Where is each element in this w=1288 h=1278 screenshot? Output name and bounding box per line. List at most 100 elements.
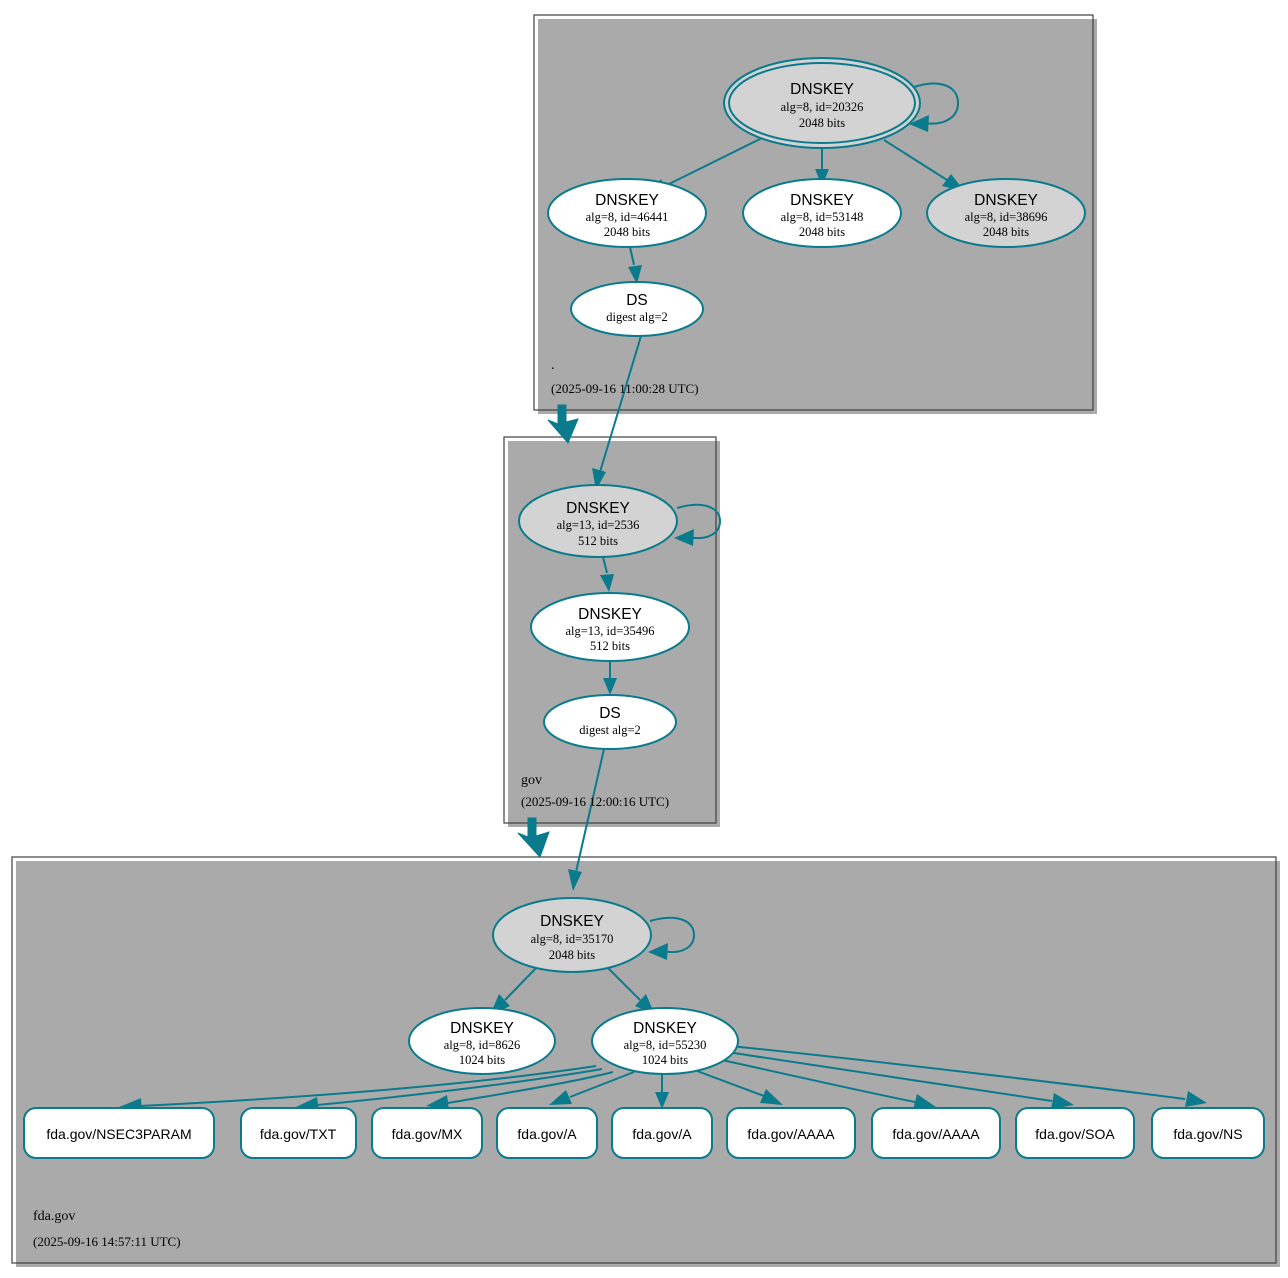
- rrset-box: [1151, 1107, 1265, 1159]
- node-fdagov-dnskey-35170[interactable]: DNSKEY alg=8, id=35170 2048 bits: [492, 897, 652, 973]
- node-alg-id: alg=13, id=2536: [557, 518, 640, 532]
- rrset-label: fda.gov/TXT: [260, 1126, 337, 1142]
- zone-name-gov: gov: [521, 773, 542, 788]
- node-alg-id: alg=8, id=46441: [586, 210, 669, 224]
- node-type-label: DNSKEY: [974, 192, 1038, 209]
- node-type-label: DS: [599, 705, 621, 722]
- rrset-label: fda.gov/AAAA: [747, 1126, 835, 1142]
- rrset-ns[interactable]: fda.gov/NS: [1151, 1107, 1265, 1159]
- zone-timestamp-fdagov: (2025-09-16 14:57:11 UTC): [33, 1234, 181, 1249]
- node-type-label: DNSKEY: [450, 1020, 514, 1037]
- rrset-label: fda.gov/AAAA: [892, 1126, 980, 1142]
- node-alg-id: alg=8, id=35170: [531, 932, 614, 946]
- node-key-size: 512 bits: [578, 534, 618, 548]
- node-key-size: 2048 bits: [799, 225, 845, 239]
- node-ellipse: [742, 178, 902, 248]
- node-type-label: DNSKEY: [566, 500, 630, 517]
- node-fdagov-dnskey-55230[interactable]: DNSKEY alg=8, id=55230 1024 bits: [591, 1007, 739, 1075]
- node-ellipse: [543, 694, 677, 750]
- node-type-label: DNSKEY: [595, 192, 659, 209]
- rrset-box: [240, 1107, 357, 1159]
- rrset-mx[interactable]: fda.gov/MX: [371, 1107, 483, 1159]
- node-digest-alg: digest alg=2: [579, 723, 641, 737]
- edge-root-ksk-self-signature: [909, 82, 960, 132]
- node-root-dnskey-38696[interactable]: DNSKEY alg=8, id=38696 2048 bits: [926, 178, 1086, 248]
- node-root-dnskey-46441[interactable]: DNSKEY alg=8, id=46441 2048 bits: [547, 178, 707, 248]
- edge-zsk-55230-to-a-2: [655, 1074, 669, 1109]
- node-type-label: DNSKEY: [790, 81, 854, 98]
- node-ellipse: [518, 484, 678, 558]
- node-ellipse: [728, 62, 916, 144]
- node-root-dnskey-20326[interactable]: DNSKEY alg=8, id=20326 2048 bits: [723, 57, 921, 149]
- node-root-ds[interactable]: DS digest alg=2: [570, 281, 704, 337]
- edge-zsk-55230-to-a-1: [549, 1071, 635, 1105]
- node-type-label: DS: [626, 292, 648, 309]
- rrset-soa[interactable]: fda.gov/SOA: [1015, 1107, 1135, 1159]
- rrset-box: [371, 1107, 483, 1159]
- rrset-aaaa-1[interactable]: fda.gov/AAAA: [726, 1107, 856, 1159]
- node-gov-dnskey-35496[interactable]: DNSKEY alg=13, id=35496 512 bits: [530, 592, 690, 662]
- node-root-dnskey-53148[interactable]: DNSKEY alg=8, id=53148 2048 bits: [742, 178, 902, 248]
- rrset-label: fda.gov/A: [632, 1126, 692, 1142]
- node-fdagov-dnskey-8626[interactable]: DNSKEY alg=8, id=8626 1024 bits: [408, 1007, 556, 1075]
- rrset-a-2[interactable]: fda.gov/A: [611, 1107, 713, 1159]
- node-key-size: 1024 bits: [459, 1053, 505, 1067]
- rrset-txt[interactable]: fda.gov/TXT: [240, 1107, 357, 1159]
- edge-zsk-55230-to-ns: [729, 1045, 1207, 1107]
- node-key-size: 2048 bits: [799, 116, 845, 130]
- rrset-box: [1015, 1107, 1135, 1159]
- node-gov-ds[interactable]: DS digest alg=2: [543, 694, 677, 750]
- rrset-label: fda.gov/A: [517, 1126, 577, 1142]
- node-key-size: 2048 bits: [604, 225, 650, 239]
- rrset-box: [496, 1107, 598, 1159]
- node-alg-id: alg=8, id=55230: [624, 1038, 707, 1052]
- node-ellipse: [492, 897, 652, 973]
- node-ellipse: [570, 281, 704, 337]
- rrset-box: [726, 1107, 856, 1159]
- node-key-size: 2048 bits: [983, 225, 1029, 239]
- node-ellipse: [926, 178, 1086, 248]
- zone-name-root: .: [551, 358, 555, 373]
- edge-gov-zsk-35496-to-ds: [603, 661, 617, 695]
- node-ellipse: [530, 592, 690, 662]
- zone-delegation-arrow-gov-to-fdagov: [517, 817, 550, 858]
- node-alg-id: alg=8, id=38696: [965, 210, 1048, 224]
- node-ellipse: [591, 1007, 739, 1075]
- zone-box-root-border: [533, 14, 1094, 411]
- node-type-label: DNSKEY: [633, 1020, 697, 1037]
- node-ellipse: [408, 1007, 556, 1075]
- edge-gov-ds-to-fdagov-ksk: [568, 748, 605, 891]
- rrset-label: fda.gov/NS: [1173, 1126, 1242, 1142]
- node-alg-id: alg=8, id=20326: [781, 100, 864, 114]
- edge-fdagov-ksk-self-signature: [648, 916, 696, 960]
- edge-gov-ksk-to-zsk-35496: [600, 556, 614, 592]
- node-type-label: DNSKEY: [540, 913, 604, 930]
- node-gov-dnskey-2536[interactable]: DNSKEY alg=13, id=2536 512 bits: [518, 484, 678, 558]
- rrset-box: [611, 1107, 713, 1159]
- rrset-aaaa-2[interactable]: fda.gov/AAAA: [871, 1107, 1001, 1159]
- edge-gov-ksk-self-signature: [674, 503, 722, 546]
- node-key-size: 2048 bits: [549, 948, 595, 962]
- node-type-label: DNSKEY: [578, 606, 642, 623]
- rrset-box: [23, 1107, 215, 1159]
- rrset-label: fda.gov/MX: [392, 1126, 463, 1142]
- rrset-box: [871, 1107, 1001, 1159]
- zone-box-fdagov-border: [11, 856, 1277, 1264]
- rrset-label: fda.gov/NSEC3PARAM: [46, 1126, 191, 1142]
- zone-timestamp-root: (2025-09-16 11:00:28 UTC): [551, 381, 699, 396]
- node-key-size: 512 bits: [590, 639, 630, 653]
- edge-zsk-55230-to-aaaa-1: [696, 1070, 783, 1105]
- rrset-nsec3param[interactable]: fda.gov/NSEC3PARAM: [23, 1107, 215, 1159]
- zone-name-fdagov: fda.gov: [33, 1209, 75, 1224]
- node-type-label: DNSKEY: [790, 192, 854, 209]
- rrset-a-1[interactable]: fda.gov/A: [496, 1107, 598, 1159]
- node-digest-alg: digest alg=2: [606, 310, 668, 324]
- edge-zsk-55230-to-aaaa-2: [721, 1059, 936, 1110]
- zone-delegation-arrow-root-to-gov: [547, 404, 579, 444]
- edge-zsk-55230-to-mx: [426, 1071, 614, 1110]
- edge-zsk-55230-to-soa: [726, 1051, 1074, 1109]
- edge-root-zsk-46441-to-ds: [628, 246, 642, 284]
- node-alg-id: alg=8, id=53148: [781, 210, 864, 224]
